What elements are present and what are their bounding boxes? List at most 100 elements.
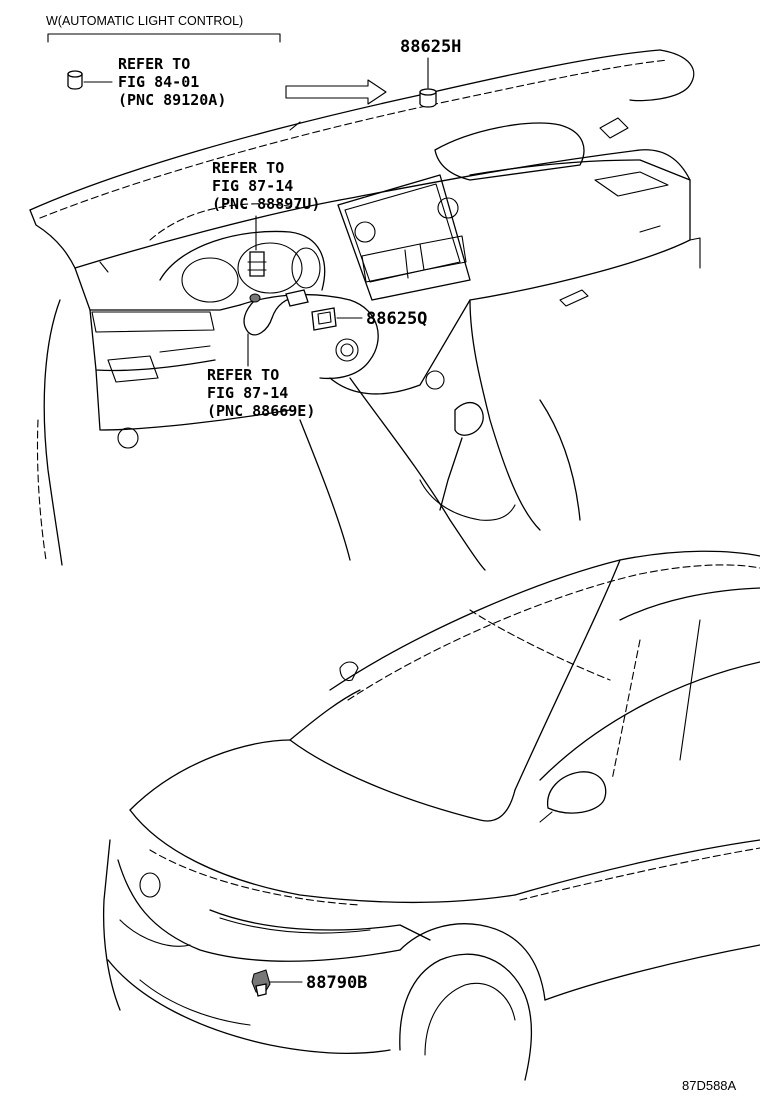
part-number-88790B: 88790B	[306, 973, 367, 993]
diagram-code: 87D588A	[682, 1078, 737, 1093]
ref-84-01-line3: (PNC 89120A)	[118, 91, 226, 109]
direction-arrow	[285, 79, 387, 105]
headlamp-inner	[219, 917, 371, 934]
center-stack	[337, 174, 471, 301]
callout-fig-84-01: REFER TO FIG 84-01 (PNC 89120A)	[67, 55, 226, 109]
sensor-89120A-cap	[67, 70, 83, 78]
console-knob	[425, 370, 445, 390]
cluster-gauge-left	[181, 257, 239, 303]
bumper-trim	[139, 979, 251, 1026]
left-mark	[99, 261, 109, 273]
tire-inner	[424, 982, 516, 1056]
center-display-hood	[434, 122, 585, 181]
audio-panel-right	[419, 235, 467, 271]
dash-top-edge	[29, 49, 661, 211]
side-mirror	[547, 771, 607, 814]
center-stack-inner	[344, 183, 461, 283]
a-pillar-lower-left	[43, 299, 63, 566]
part-88625H-group: 88625H	[285, 37, 461, 108]
front-left-edge	[103, 839, 121, 1011]
left-dash-upper	[74, 267, 241, 311]
ref-87-14-lower-line3: (PNC 88669E)	[207, 402, 315, 420]
audio-divider	[404, 249, 409, 279]
dash-left-corner	[29, 209, 76, 269]
steering-column-cover	[239, 293, 379, 380]
console-right	[469, 299, 541, 531]
callout-fig-87-14-lower: REFER TO FIG 87-14 (PNC 88669E)	[207, 333, 315, 420]
emblem	[139, 872, 161, 898]
cluster-gauge-right	[291, 247, 321, 289]
vehicle-illustration	[103, 550, 760, 1081]
ref-87-14-lower-line2: FIG 87-14	[207, 384, 288, 402]
dash-surface-right	[339, 149, 691, 201]
left-vent	[91, 311, 215, 333]
driver-floor	[299, 419, 351, 561]
passenger-dash	[469, 159, 691, 301]
part-88625Q-group: 88625Q	[243, 289, 427, 336]
kneepad	[95, 369, 291, 431]
dash-top-dashed	[39, 59, 669, 219]
left-knee-vent	[117, 427, 139, 449]
callout-fig-87-14-upper: REFER TO FIG 87-14 (PNC 88897U)	[212, 159, 320, 277]
hood-dashed	[149, 849, 361, 906]
door-line-dashed	[611, 639, 641, 781]
condition-label: W(AUTOMATIC LIGHT CONTROL)	[46, 14, 243, 28]
door-dashed	[36, 419, 47, 561]
mirror-stem	[539, 811, 553, 823]
sensor-88790B-body	[255, 983, 267, 997]
part-number-88625H: 88625H	[400, 37, 461, 57]
hood-left-edge	[129, 739, 291, 811]
cluster-hood	[159, 230, 326, 291]
shift-lever	[439, 437, 463, 511]
bumper-lower	[107, 959, 391, 1054]
console-left	[349, 377, 486, 571]
harness-88669E	[243, 295, 301, 336]
shoulder-line	[514, 839, 760, 896]
cluster-dashed	[149, 203, 301, 241]
headlamp	[209, 909, 431, 941]
dash-right-corner	[629, 49, 695, 102]
right-vent-small	[599, 117, 629, 139]
sensor-88625Q-face	[317, 311, 332, 325]
center-right-vent	[437, 197, 459, 219]
front-tire	[399, 953, 533, 1081]
lower-grille-left	[119, 919, 191, 947]
ref-84-01-line2: FIG 84-01	[118, 73, 199, 91]
roof-antenna	[339, 661, 359, 682]
sensor-88625H	[419, 91, 437, 108]
harness-connector	[285, 289, 309, 307]
part-number-88625Q: 88625Q	[366, 309, 427, 329]
left-switch-panel	[107, 355, 159, 383]
left-trim	[159, 345, 211, 353]
ref-84-01-line1: REFER TO	[118, 55, 190, 73]
part-88790B-group: 88790B	[251, 969, 367, 997]
sensor-89120A	[67, 73, 83, 90]
left-dash-lower	[89, 309, 216, 372]
ref-87-14-upper-line2: FIG 87-14	[212, 177, 293, 195]
shift-boot	[419, 479, 516, 521]
ref-87-14-upper-line1: REFER TO	[212, 159, 284, 177]
harness-end	[249, 293, 261, 303]
audio-panel	[361, 243, 425, 283]
dash-surface-left	[74, 199, 341, 269]
fender-arch	[399, 923, 546, 1001]
roof-line	[329, 550, 760, 691]
windshield-reflection	[469, 609, 611, 681]
sensor-88625H-cap	[419, 88, 437, 96]
cluster-gauge-center	[237, 242, 303, 294]
side-window-bottom	[539, 661, 760, 781]
passenger-floor	[539, 399, 581, 521]
defrost-mark	[289, 121, 301, 131]
roof-dashed	[347, 564, 760, 701]
header-condition: W(AUTOMATIC LIGHT CONTROL)	[46, 14, 281, 43]
glovebox-handle	[559, 289, 589, 307]
sensor-88897U-ribs	[247, 261, 267, 271]
windshield-bottom	[289, 739, 516, 822]
side-window-top	[619, 587, 760, 621]
ref-87-14-lower-line1: REFER TO	[207, 366, 279, 384]
sensor-88625Q	[311, 307, 337, 331]
condition-bracket	[47, 33, 281, 43]
ignition-switch-inner	[340, 343, 354, 357]
passenger-vent	[594, 171, 669, 197]
